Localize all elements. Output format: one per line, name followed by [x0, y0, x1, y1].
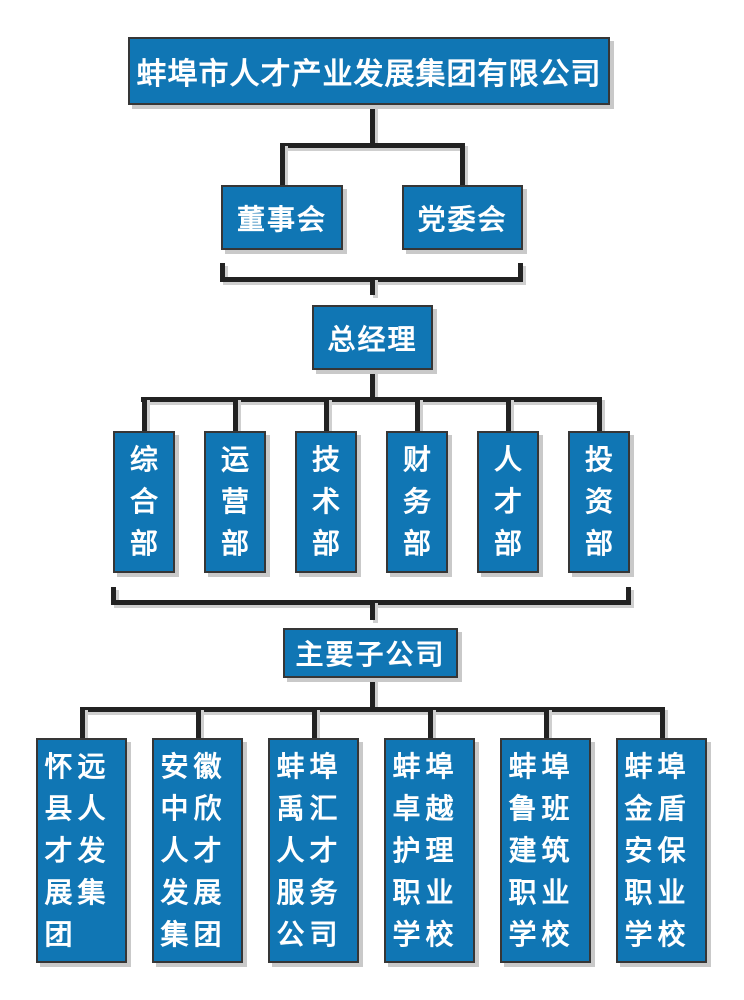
connector-drop-dept-2 — [233, 397, 238, 431]
org-box-sub-anhui-zhongxin-talent-group: 安徽中欣人才发展集团 — [152, 738, 243, 963]
org-box-dept-operations: 运营部 — [204, 431, 266, 573]
bracket-governance-left — [220, 263, 225, 282]
connector-drop-dept-4 — [415, 397, 420, 431]
org-box-dept-talent: 人才部 — [477, 431, 539, 573]
connector-drop-dept-5 — [506, 397, 511, 431]
dept-label: 投资部 — [584, 444, 613, 559]
org-box-general-manager: 总经理 — [312, 305, 433, 370]
bracket-governance-right — [518, 263, 523, 282]
subsidiary-label: 安徽中欣人才发展集团 — [160, 750, 227, 950]
org-box-sub-huaiyuan-talent-group: 怀远县人才发展集团 — [36, 738, 127, 963]
org-box-dept-technology: 技术部 — [295, 431, 357, 573]
connector-departments-crossbar — [141, 397, 602, 402]
dept-label: 综合部 — [129, 444, 158, 559]
connector-drop-board — [280, 143, 285, 185]
connector-drop-dept-3 — [324, 397, 329, 431]
org-box-sub-bengbu-yuhui-talent-services: 蚌埠禹汇人才服务公司 — [268, 738, 359, 963]
org-box-root-company: 蚌埠市人才产业发展集团有限公司 — [128, 37, 610, 105]
connector-drop-sub-1 — [80, 707, 85, 738]
org-box-board-of-directors: 董事会 — [221, 185, 343, 250]
bracket-departments-left — [111, 587, 116, 605]
connector-drop-sub-4 — [428, 707, 433, 738]
bracket-departments-drop — [370, 600, 375, 620]
party-committee-label: 党委会 — [417, 203, 508, 235]
connector-drop-sub-3 — [312, 707, 317, 738]
org-box-dept-investment: 投资部 — [568, 431, 630, 573]
org-box-dept-general: 综合部 — [113, 431, 175, 573]
connector-root-crossbar — [280, 143, 465, 148]
dept-label: 人才部 — [493, 444, 522, 559]
dept-label: 运营部 — [220, 444, 249, 559]
general-manager-label: 总经理 — [327, 323, 418, 355]
subsidiary-label: 蚌埠鲁班建筑职业学校 — [508, 750, 575, 950]
connector-drop-sub-5 — [544, 707, 549, 738]
org-box-sub-bengbu-luban-construction-school: 蚌埠鲁班建筑职业学校 — [500, 738, 591, 963]
main-subsidiaries-label: 主要子公司 — [295, 639, 446, 670]
board-of-directors-label: 董事会 — [236, 203, 327, 235]
connector-drop-party — [460, 143, 465, 185]
subsidiary-label: 怀远县人才发展集团 — [44, 750, 111, 950]
subsidiary-label: 蚌埠金盾安保职业学校 — [624, 750, 691, 950]
org-box-sub-bengbu-jindun-security-school: 蚌埠金盾安保职业学校 — [616, 738, 707, 963]
org-box-dept-finance: 财务部 — [386, 431, 448, 573]
bracket-governance-drop — [370, 277, 375, 295]
root-company-label: 蚌埠市人才产业发展集团有限公司 — [136, 58, 602, 91]
subsidiary-label: 蚌埠卓越护理职业学校 — [392, 750, 459, 950]
org-box-party-committee: 党委会 — [402, 185, 523, 250]
connector-gm-stem — [370, 370, 375, 400]
connector-drop-dept-6 — [597, 397, 602, 431]
dept-label: 技术部 — [311, 444, 340, 559]
connector-root-stem — [370, 105, 375, 145]
connector-drop-sub-6 — [660, 707, 665, 738]
dept-label: 财务部 — [402, 444, 431, 559]
org-box-main-subsidiaries: 主要子公司 — [283, 628, 458, 678]
connector-group-stem — [370, 678, 375, 710]
connector-drop-dept-1 — [142, 397, 147, 431]
subsidiary-label: 蚌埠禹汇人才服务公司 — [276, 750, 343, 950]
connector-subsidiaries-crossbar — [80, 707, 665, 712]
org-box-sub-bengbu-zhuoyue-nursing-school: 蚌埠卓越护理职业学校 — [384, 738, 475, 963]
connector-drop-sub-2 — [196, 707, 201, 738]
bracket-departments-right — [626, 587, 631, 605]
